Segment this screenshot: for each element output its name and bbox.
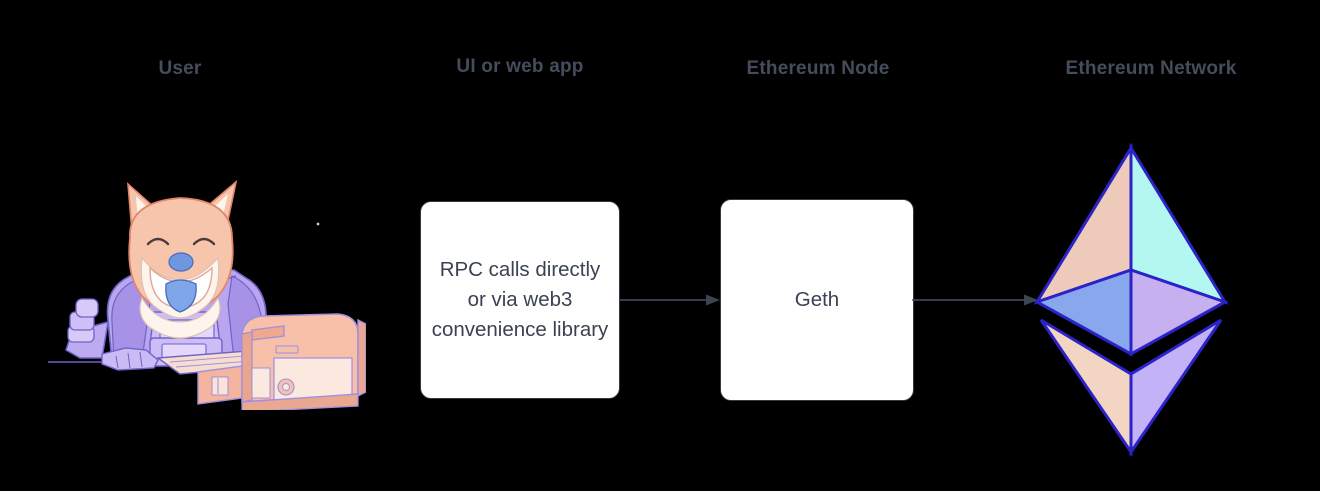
- arrow-right-icon: [912, 294, 1038, 306]
- node-geth-box[interactable]: Geth: [720, 199, 914, 401]
- ethereum-network-logo: [1031, 142, 1231, 458]
- arrow-right-icon: [620, 294, 720, 306]
- node-rpc-calls-box[interactable]: RPC calls directly or via web3 convenien…: [420, 201, 620, 399]
- shiba-inu-astronaut-at-computer-icon: [48, 179, 367, 413]
- edge-node-to-network: [912, 293, 1040, 307]
- ethereum-diamond-logo-icon: [1033, 142, 1229, 457]
- column-label-ethereum-node: Ethereum Node: [746, 58, 890, 79]
- node-geth-label: Geth: [794, 288, 840, 312]
- node-rpc-calls-label: RPC calls directly or via web3 convenien…: [431, 258, 609, 341]
- column-label-user: User: [158, 58, 202, 79]
- column-label-ui-or-web-app: UI or web app: [456, 56, 584, 77]
- column-label-ethereum-network: Ethereum Network: [1065, 58, 1237, 79]
- edge-ui-to-node: [620, 293, 722, 307]
- user-illustration: [46, 172, 367, 413]
